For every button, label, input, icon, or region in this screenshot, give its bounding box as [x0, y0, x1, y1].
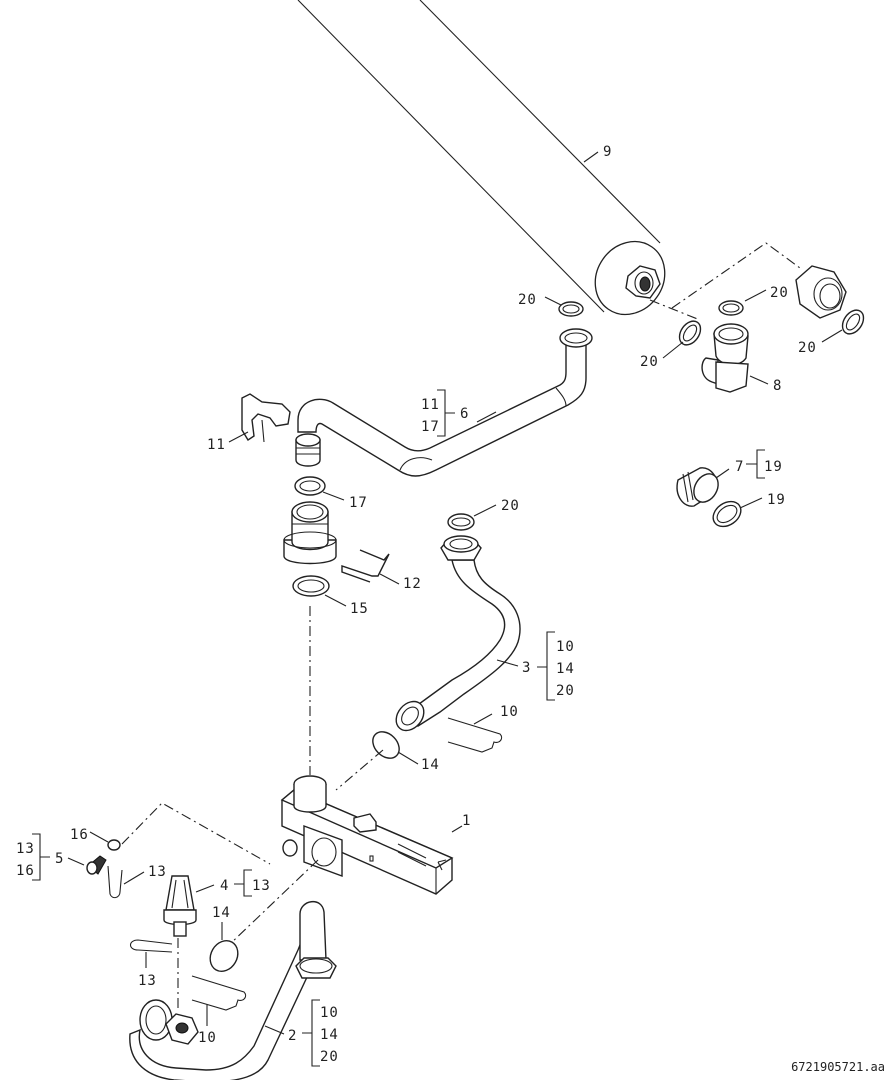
push-fit-connector — [283, 501, 337, 565]
bracket — [746, 449, 765, 479]
callout-16: 16 — [70, 827, 89, 843]
callout-5-sub-13: 13 — [16, 841, 35, 857]
callout-10: 10 — [500, 704, 519, 720]
bracket — [234, 869, 252, 897]
spring-clip-part-13 — [107, 865, 145, 899]
callout-3: 3 — [522, 660, 531, 676]
assembly-line — [335, 749, 384, 791]
callout-2-sub-10: 10 — [320, 1005, 339, 1021]
callout-19: 19 — [767, 492, 786, 508]
assembly-line — [121, 802, 271, 865]
callout-9: 9 — [603, 144, 612, 160]
callout-20: 20 — [640, 354, 659, 370]
callout-4: 4 — [220, 878, 229, 894]
callout-20: 20 — [770, 285, 789, 301]
bracket — [537, 631, 555, 701]
union-nut — [795, 265, 847, 319]
spring-clip-part-13 — [129, 939, 173, 968]
callout-6: 6 — [460, 406, 469, 422]
callout-6-sub-11: 11 — [421, 397, 440, 413]
drain-plug-part-5 — [67, 855, 107, 875]
lower-bent-pipe-part-2 — [129, 901, 337, 1080]
clip-pin-part-12 — [341, 549, 400, 585]
callout-20: 20 — [518, 292, 537, 308]
callout-15: 15 — [350, 601, 369, 617]
assembly-line — [229, 859, 319, 945]
seal-ring-15 — [292, 575, 330, 597]
hydraulic-block-part-1 — [280, 775, 463, 895]
callout-20: 20 — [501, 498, 520, 514]
seal-ring-20 — [841, 309, 865, 335]
callout-7-sub-19: 19 — [764, 459, 783, 475]
callout-13: 13 — [148, 864, 167, 880]
clip-part-11 — [228, 393, 291, 443]
seal-ring-14 — [209, 939, 239, 973]
callout-4-sub-13: 13 — [252, 878, 271, 894]
upper-pipe-part-6 — [295, 328, 593, 477]
callout-6-sub-17: 17 — [421, 419, 440, 435]
callout-3-sub-10: 10 — [556, 639, 575, 655]
seal-ring-16 — [107, 839, 121, 851]
callout-1: 1 — [462, 813, 471, 829]
callout-17: 17 — [349, 495, 368, 511]
drawing-id-label: 6721905721.aa — [791, 1060, 885, 1074]
insulated-pipe-part-9 — [297, 0, 666, 316]
curved-pipe-part-3 — [395, 535, 521, 732]
callout-5: 5 — [55, 851, 64, 867]
seal-ring-20 — [678, 320, 702, 346]
bracket — [32, 833, 50, 881]
callout-14: 14 — [421, 757, 440, 773]
callout-3-sub-14: 14 — [556, 661, 575, 677]
seal-ring-20 — [447, 513, 475, 531]
callout-11: 11 — [207, 437, 226, 453]
callout-8: 8 — [773, 378, 782, 394]
callout-5-sub-16: 16 — [16, 863, 35, 879]
bracket — [437, 389, 455, 437]
elbow-fitting-part-8 — [701, 323, 769, 393]
callout-10: 10 — [198, 1030, 217, 1046]
callout-12: 12 — [403, 576, 422, 592]
clip-part-10 — [447, 713, 503, 753]
assembly-line — [649, 299, 701, 321]
threaded-plug-part-7 — [676, 467, 730, 507]
callout-2: 2 — [288, 1028, 297, 1044]
pressure-sensor-part-4 — [163, 875, 215, 937]
callout-2-sub-14: 14 — [320, 1027, 339, 1043]
seal-ring-17 — [294, 476, 326, 496]
callout-3-sub-20: 20 — [556, 683, 575, 699]
callout-13: 13 — [138, 973, 157, 989]
clip-part-10 — [191, 975, 247, 1026]
assembly-line — [671, 242, 801, 309]
callout-14: 14 — [212, 905, 231, 921]
seal-ring-19 — [712, 500, 742, 528]
seal-ring-14 — [372, 731, 400, 759]
bracket — [302, 999, 320, 1067]
callout-2-sub-20: 20 — [320, 1049, 339, 1065]
callout-20: 20 — [798, 340, 817, 356]
seal-ring-20 — [558, 301, 584, 317]
callout-7: 7 — [735, 459, 744, 475]
seal-ring-20 — [718, 300, 744, 316]
